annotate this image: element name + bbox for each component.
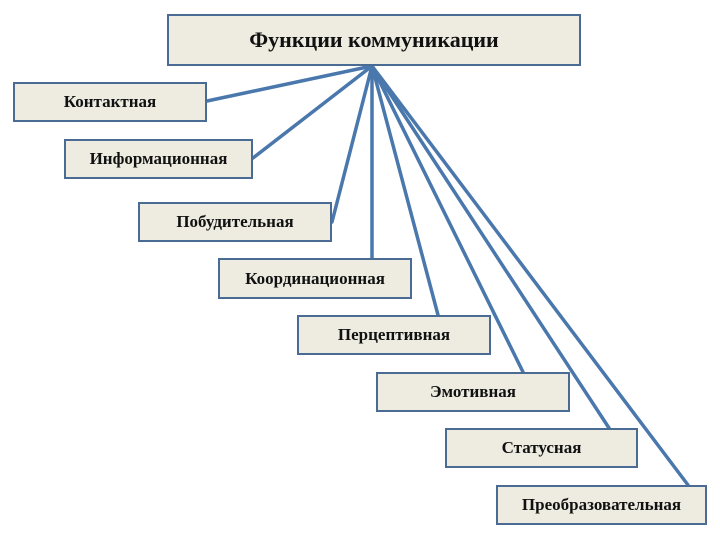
function-node-preobrazovatelnaya: Преобразовательная [496, 485, 707, 525]
function-node-pertseptivnaya: Перцептивная [297, 315, 491, 355]
connector-preobrazovatelnaya [370, 64, 690, 487]
connector-statusnaya [370, 64, 611, 430]
function-node-emotivnaya: Эмотивная [376, 372, 570, 412]
connector-pertseptivnaya [370, 64, 440, 317]
function-node-informatsionnaya: Информационная [64, 139, 253, 179]
connector-kontaktnaya [205, 64, 374, 103]
connector-pobuditelnaya [330, 64, 374, 224]
connector-emotivnaya [370, 64, 525, 374]
function-node-kontaktnaya: Контактная [13, 82, 207, 122]
function-node-statusnaya: Статусная [445, 428, 638, 468]
function-node-koordinatsionnaya: Координационная [218, 258, 412, 299]
function-node-pobuditelnaya: Побудительная [138, 202, 332, 242]
connector-informatsionnaya [251, 64, 374, 160]
root-node-title: Функции коммуникации [167, 14, 581, 66]
